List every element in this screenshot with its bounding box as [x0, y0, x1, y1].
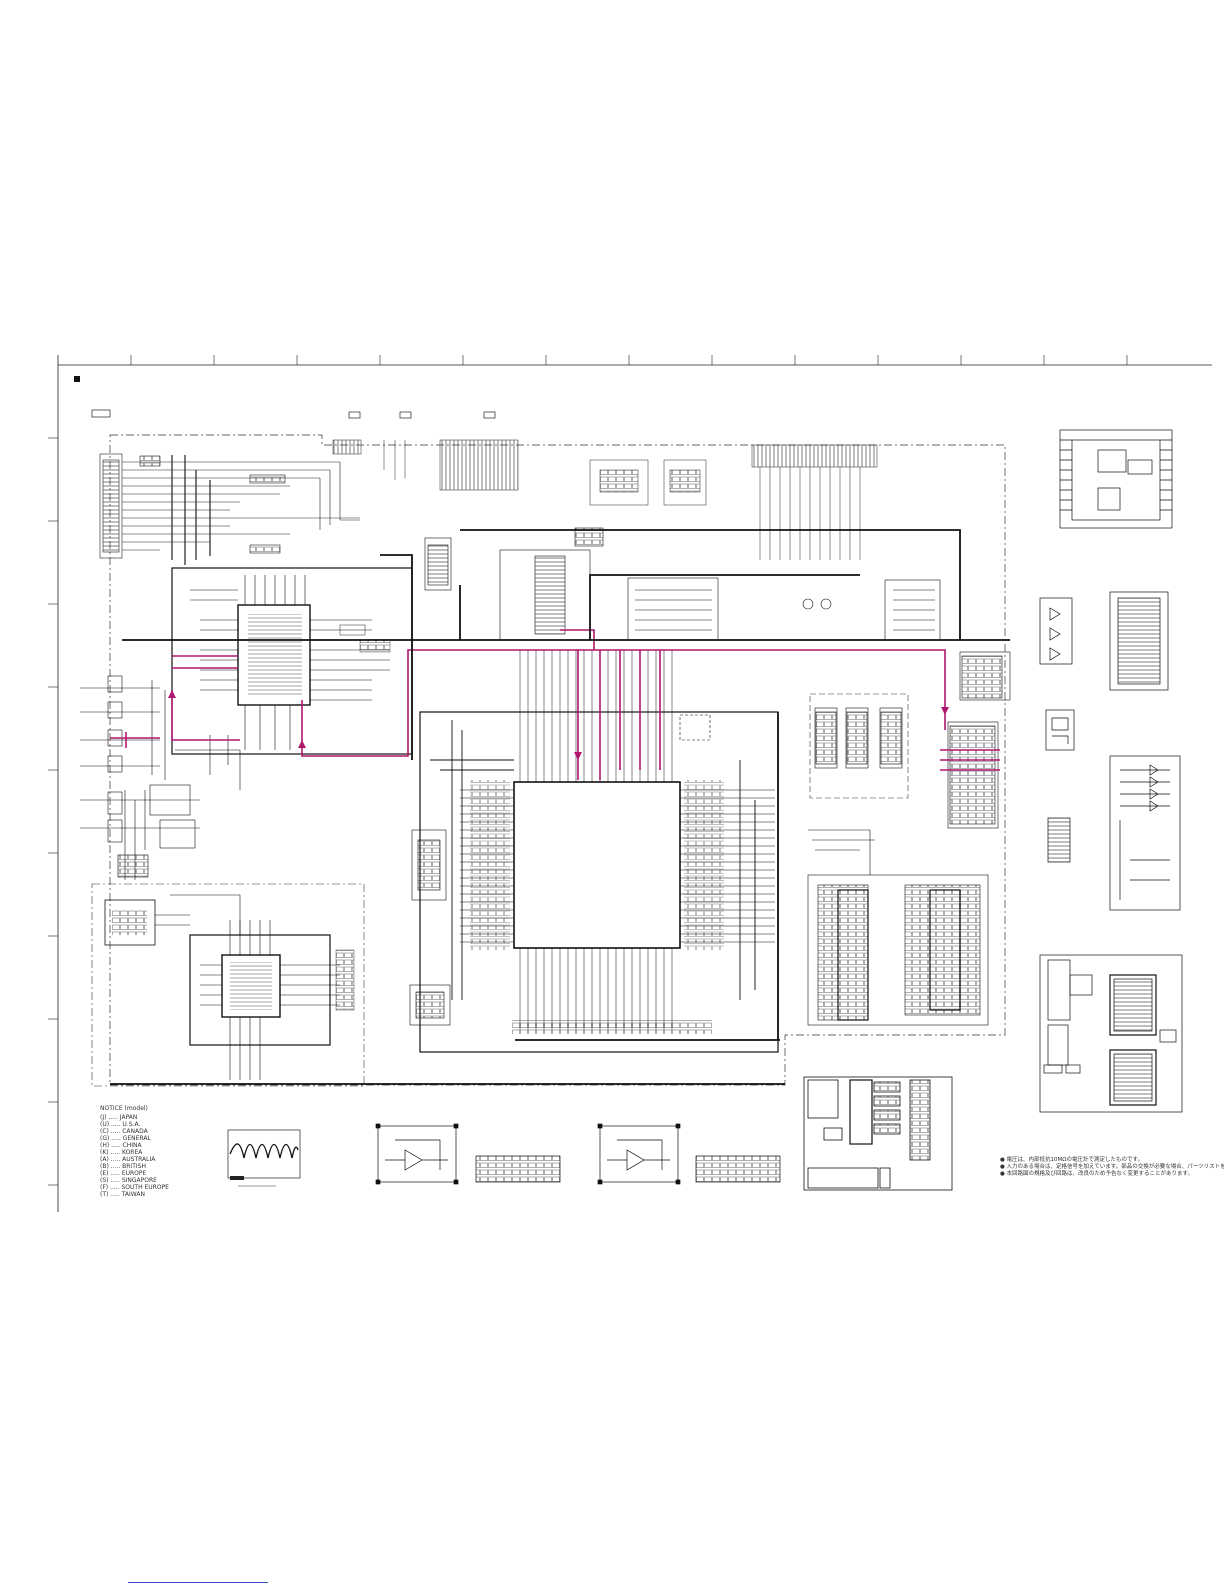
legend-entry: (G) ..... GENERAL: [100, 1135, 151, 1142]
ic-pinout-2: [1039, 597, 1073, 665]
opamp-detail-2: [597, 1123, 781, 1185]
waveform-graph: [227, 1129, 301, 1187]
bus-lines: [110, 529, 1010, 1085]
page-link-underline[interactable]: [128, 1582, 268, 1583]
legend-entry: (S) ..... SINGAPORE: [100, 1177, 157, 1184]
board-outline: [109, 434, 1006, 1086]
ic-pinout-5: [1047, 817, 1071, 863]
japanese-notes: ● 電圧は、内部抵抗10MΩの電圧計で測定したものです。 ● 入力のある場合は、…: [1000, 1155, 1224, 1177]
legend-entry: (U) ..... U.S.A.: [100, 1121, 140, 1128]
ic-pinout-4: [1045, 709, 1075, 751]
section-marker: [74, 376, 80, 382]
legend-entry: (H) ..... CHINA: [100, 1142, 143, 1149]
main-processor: [419, 650, 779, 1053]
memory-block-outline: [809, 693, 909, 799]
legend-entry: (E) ..... EUROPE: [100, 1170, 147, 1177]
page-tags: [91, 409, 496, 419]
ic-pinout-1: [1059, 429, 1173, 529]
buffer-ics: [409, 527, 941, 1026]
legend-entry: (J) ..... JAPAN: [100, 1114, 137, 1121]
ic-pinout-3: [1109, 591, 1169, 691]
legend-entry: (F) ..... SOUTH EUROPE: [100, 1184, 169, 1191]
notice-legend: NOTICE (model) (J) ..... JAPAN (U) .....…: [100, 1105, 169, 1198]
legend-entry: (K) ..... KOREA: [100, 1149, 143, 1156]
output-connector: [947, 651, 1011, 829]
top-connector-headers: [332, 439, 878, 560]
analog-input-stages: [80, 675, 241, 880]
lower-left-ic: [104, 894, 355, 1080]
ic-pinout-7: [1039, 954, 1183, 1113]
grid-frame: [48, 355, 1212, 1212]
block-diagram: [803, 1076, 953, 1191]
signal-arrows: [168, 690, 949, 760]
flash-memory: [807, 829, 989, 1026]
legend-entry: (A) ..... AUSTRALIA: [100, 1156, 156, 1163]
sub-board-outline: [91, 883, 365, 1087]
legend-entry: (B) ..... BRITISH: [100, 1163, 146, 1170]
memory-chips: [814, 707, 903, 769]
input-connector: [99, 453, 360, 565]
legend-entry: (T) ..... TAIWAN: [100, 1191, 145, 1198]
opamp-detail-1: [375, 1123, 561, 1185]
japanese-note: ● 入力のある場合は、定格信号を加えています。部品の交換が必要な場合、パーツリス…: [1000, 1162, 1224, 1170]
japanese-note: ● 本回路図の規格及び回路は、改良のため予告なく変更することがあります。: [1000, 1169, 1193, 1177]
ic-pinout-6: [1109, 755, 1181, 911]
japanese-note: ● 電圧は、内部抵抗10MΩの電圧計で測定したものです。: [1000, 1155, 1143, 1163]
notice-legend-title: NOTICE (model): [100, 1105, 148, 1112]
video-decoder-ic: [171, 567, 413, 755]
legend-entry: (C) ..... CANADA: [100, 1128, 149, 1135]
